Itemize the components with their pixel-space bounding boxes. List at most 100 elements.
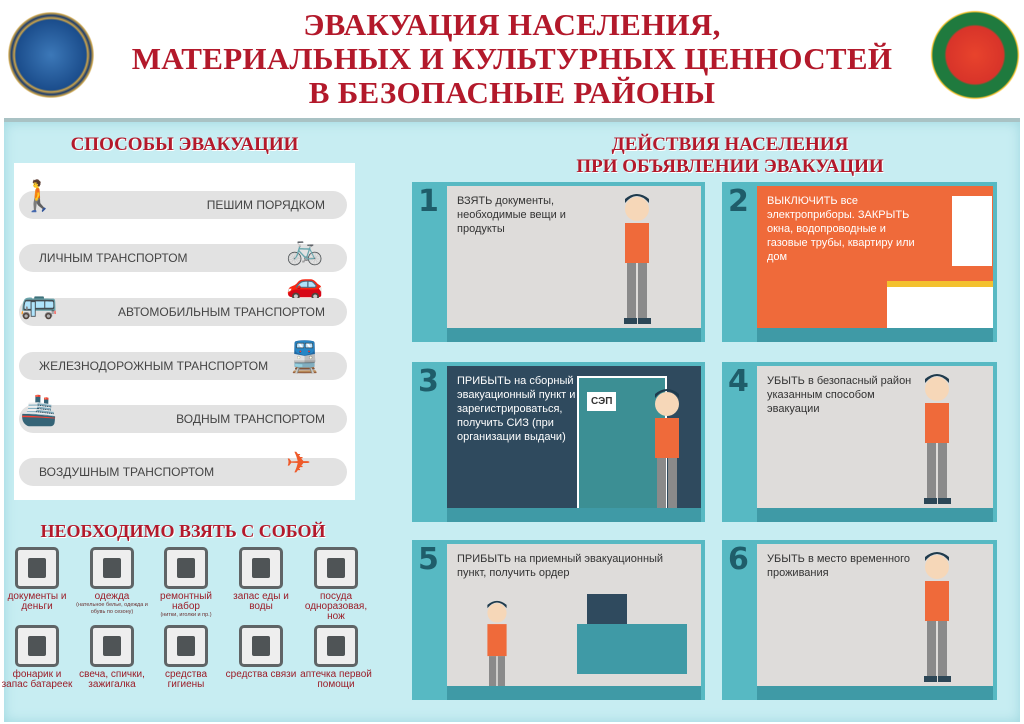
pedestrian-icon: 🚶 [20, 180, 58, 213]
item-label: одежда [94, 591, 130, 602]
step-text: УБЫТЬ в место временного проживания [767, 553, 911, 579]
method-label: ВОДНЫМ ТРАНСПОРТОМ [176, 412, 325, 426]
item-icon [164, 625, 208, 667]
item-label: документы и деньги [7, 591, 67, 612]
take-item: аптечка первой помощи [298, 625, 374, 690]
item-icon [314, 547, 358, 589]
method-row: ЛИЧНЫМ ТРАНСПОРТОМ [19, 244, 347, 272]
title-line: МАТЕРИАЛЬНЫХ И КУЛЬТУРНЫХ ЦЕННОСТЕЙ [131, 41, 893, 76]
item-label: средства гигиены [164, 669, 208, 690]
item-label: запас еды и воды [233, 591, 289, 612]
method-label: АВТОМОБИЛЬНЫМ ТРАНСПОРТОМ [118, 305, 325, 319]
take-item: одежда(нательное белье, одежда и обувь п… [74, 547, 150, 616]
method-label: ЛИЧНЫМ ТРАНСПОРТОМ [39, 251, 188, 265]
step-illustration: ПРИБЫТЬ на приемный эвакуационный пункт,… [447, 544, 701, 686]
desk-illustration [577, 624, 687, 674]
bicycle-car-icon: 🚲🚗 [286, 233, 324, 301]
method-label: ЖЕЛЕЗНОДОРОЖНЫМ ТРАНСПОРТОМ [39, 359, 269, 373]
person-illustration [473, 599, 521, 686]
floor [757, 686, 993, 700]
item-icon [90, 625, 134, 667]
take-item: фонарик и запас батареек [0, 625, 75, 690]
step-illustration: УБЫТЬ в место временного проживания [757, 544, 993, 686]
take-item: средства связи [223, 625, 299, 680]
step-text: ПРИБЫТЬ на приемный эвакуационный пункт,… [457, 553, 664, 579]
page-title: ЭВАКУАЦИЯ НАСЕЛЕНИЯ, МАТЕРИАЛЬНЫХ И КУЛЬ… [130, 8, 894, 110]
item-note: (нитки, иголки и пр.) [160, 612, 212, 618]
item-note: (нательное белье, одежда и обувь по сезо… [76, 602, 148, 615]
take-item: документы и деньги [0, 547, 75, 612]
take-item: ремонтный набор(нитки, иголки и пр.) [148, 547, 224, 619]
person-illustration [607, 191, 667, 328]
method-row: ЖЕЛЕЗНОДОРОЖНЫМ ТРАНСПОРТОМ [19, 352, 347, 380]
step-number: 3 [418, 364, 439, 399]
method-row: АВТОМОБИЛЬНЫМ ТРАНСПОРТОМ [19, 298, 347, 326]
item-icon [314, 625, 358, 667]
actions-heading-line: ПРИ ОБЪЯВЛЕНИИ ЭВАКУАЦИИ [576, 156, 884, 177]
item-label: средства связи [225, 669, 297, 680]
take-item: средства гигиены [148, 625, 224, 690]
step-card: 5 ПРИБЫТЬ на приемный эвакуационный пункт… [412, 540, 705, 700]
step-text: УБЫТЬ в безопасный район указанным спосо… [767, 375, 912, 415]
method-label: ПЕШИМ ПОРЯДКОМ [206, 198, 325, 212]
method-row: ВОДНЫМ ТРАНСПОРТОМ [19, 405, 347, 433]
floor [757, 328, 993, 342]
kitchen-illustration [887, 281, 993, 328]
floor [757, 508, 993, 522]
floor [447, 508, 701, 522]
step-card: 6 УБЫТЬ в место временного проживания [722, 540, 997, 700]
title-line: ЭВАКУАЦИЯ НАСЕЛЕНИЯ, [303, 7, 721, 42]
window-illustration [952, 196, 992, 266]
airplane-icon: ✈ [286, 447, 312, 480]
methods-panel: ПЕШИМ ПОРЯДКОМ 🚶 ЛИЧНЫМ ТРАНСПОРТОМ 🚲🚗 АВТОМ… [14, 163, 355, 500]
title-line: В БЕЗОПАСНЫЕ РАЙОНЫ [308, 75, 716, 110]
item-icon [164, 547, 208, 589]
actions-heading-line: ДЕЙСТВИЯ НАСЕЛЕНИЯ [611, 134, 849, 155]
ship-icon: 🚢 [20, 394, 58, 427]
floor [447, 686, 701, 700]
person-illustration [907, 371, 967, 508]
step-illustration: ВЫКЛЮЧИТЬ все электроприборы. ЗАКРЫТЬ ок… [757, 186, 993, 328]
item-label: посуда одноразовая, нож [304, 591, 368, 622]
step-text: ПРИБЫТЬ на сборный эвакуационный пункт и… [457, 375, 576, 443]
item-icon [239, 625, 283, 667]
agency-logo [930, 10, 1020, 100]
item-label: ремонтный набор [160, 591, 212, 612]
method-label: ВОЗДУШНЫМ ТРАНСПОРТОМ [39, 465, 215, 479]
floor [447, 328, 701, 342]
step-number: 4 [728, 364, 749, 399]
step-number: 6 [728, 542, 749, 577]
item-label: аптечка первой помощи [300, 669, 372, 690]
bus-icon: 🚌 [20, 287, 58, 320]
take-item: посуда одноразовая, нож [298, 547, 374, 622]
step-text: ВЗЯТЬ документы, необходимые вещи и прод… [457, 195, 566, 235]
item-icon [90, 547, 134, 589]
step-number: 1 [418, 184, 439, 219]
item-label: фонарик и запас батареек [1, 669, 73, 690]
step-number: 5 [418, 542, 439, 577]
monitor-illustration [587, 594, 627, 624]
methods-heading: СПОСОБЫ ЭВАКУАЦИИ [70, 134, 299, 155]
header: ЭВАКУАЦИЯ НАСЕЛЕНИЯ, МАТЕРИАЛЬНЫХ И КУЛЬ… [0, 0, 1024, 116]
item-icon [15, 625, 59, 667]
step-number: 2 [728, 184, 749, 219]
item-icon [239, 547, 283, 589]
method-row: ВОЗДУШНЫМ ТРАНСПОРТОМ [19, 458, 347, 486]
item-label: свеча, спички, зажигалка [79, 669, 145, 690]
step-illustration: ВЗЯТЬ документы, необходимые вещи и прод… [447, 186, 701, 328]
take-item: запас еды и воды [223, 547, 299, 612]
take-heading: НЕОБХОДИМО ВЗЯТЬ С СОБОЙ [40, 521, 326, 541]
person-illustration [907, 549, 967, 686]
item-icon [15, 547, 59, 589]
person-illustration [637, 386, 697, 508]
method-row: ПЕШИМ ПОРЯДКОМ [19, 191, 347, 219]
step-illustration: УБЫТЬ в безопасный район указанным спосо… [757, 366, 993, 508]
step-card: 1 ВЗЯТЬ документы, необходимые вещи и про… [412, 182, 705, 342]
take-item: свеча, спички, зажигалка [74, 625, 150, 690]
train-icon: 🚆 [286, 341, 324, 374]
step-card: 4 УБЫТЬ в безопасный район указанным спос… [722, 362, 997, 522]
actions-heading: ДЕЙСТВИЯ НАСЕЛЕНИЯ ПРИ ОБЪЯВЛЕНИИ ЭВАКУА… [470, 134, 990, 178]
